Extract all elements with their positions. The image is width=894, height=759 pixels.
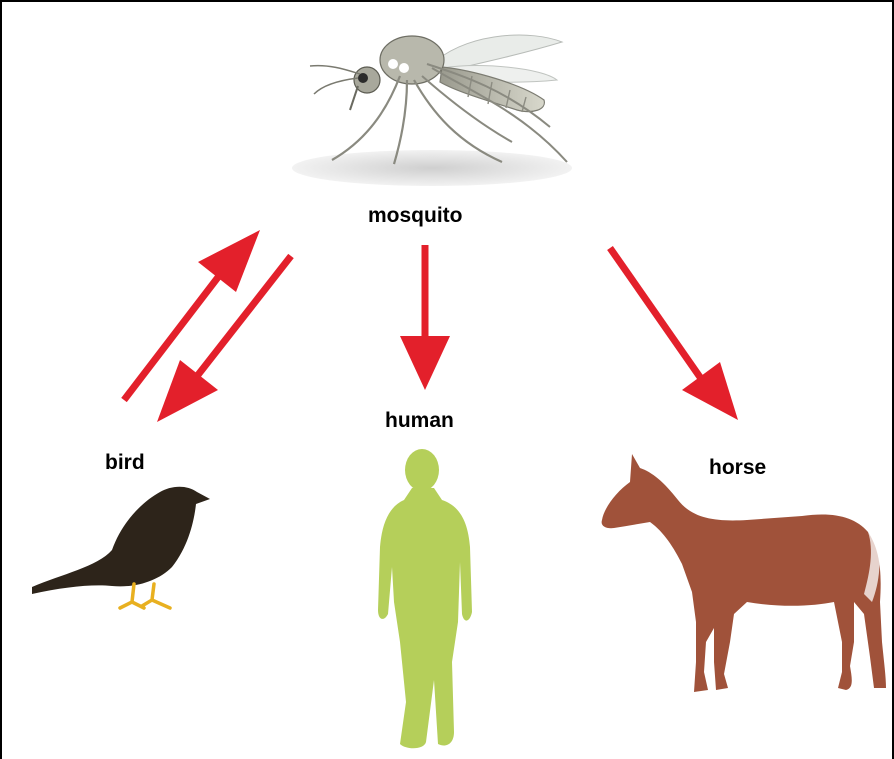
horse-label: horse [709,456,766,480]
horse-icon [602,454,886,692]
mosquito-label: mosquito [368,204,463,228]
mosquito-icon [292,35,572,186]
bird-icon [32,487,210,608]
arrow-mosquito-to-horse [610,248,738,420]
bird-label: bird [105,451,145,475]
human-label: human [385,409,454,433]
arrow-mosquito-to-human [400,245,450,390]
human-icon [378,449,472,748]
